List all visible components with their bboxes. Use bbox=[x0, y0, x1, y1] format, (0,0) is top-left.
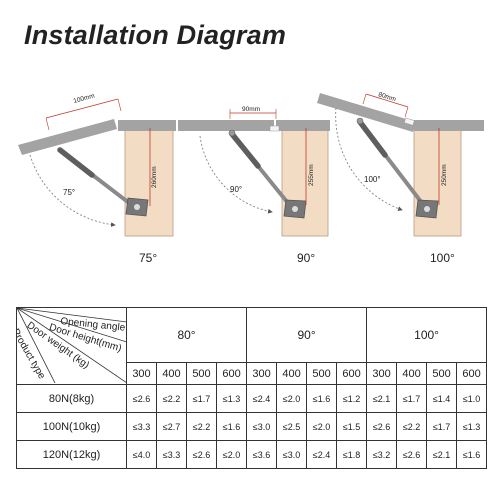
spec-table: Opening angle Door height(mm) Door weigh… bbox=[16, 307, 488, 469]
value-cell: ≤2.6 bbox=[366, 412, 398, 441]
diagram-90: 90mm 255mm 90° bbox=[178, 106, 330, 237]
cabinet-top bbox=[414, 120, 484, 131]
table-row: 120N(12kg) ≤4.0 ≤3.3 ≤2.6 ≤2.0 ≤3.6 ≤3.0… bbox=[16, 440, 488, 469]
table-row: 100N(10kg) ≤3.3 ≤2.7 ≤2.2 ≤1.6 ≤3.0 ≤2.5… bbox=[16, 412, 488, 441]
value-cell: ≤2.2 bbox=[186, 412, 217, 441]
diagonal-header-cell: Opening angle Door height(mm) Door weigh… bbox=[16, 307, 127, 385]
value-cell: ≤2.6 bbox=[126, 384, 157, 413]
page-title: Installation Diagram bbox=[24, 20, 287, 50]
value-cell: ≤3.2 bbox=[366, 440, 398, 469]
value-cell: ≤1.3 bbox=[215, 384, 248, 413]
cabinet-top bbox=[118, 120, 176, 131]
value-cell: ≤2.2 bbox=[396, 412, 428, 441]
arc-angle-label: 100° bbox=[364, 175, 381, 184]
value-cell: ≤1.7 bbox=[186, 384, 217, 413]
value-cell: ≤2.1 bbox=[426, 440, 458, 469]
opening-arc bbox=[199, 135, 273, 214]
value-cell: ≤1.6 bbox=[456, 440, 488, 469]
lift-door bbox=[317, 93, 416, 132]
arc-angle-label: 90° bbox=[230, 185, 242, 194]
value-cell: ≤4.0 bbox=[126, 440, 157, 469]
header-diagonals bbox=[17, 308, 127, 383]
opening-arc bbox=[335, 107, 403, 211]
value-cell: ≤2.7 bbox=[156, 412, 187, 441]
value-cell: ≤1.2 bbox=[336, 384, 368, 413]
height-cell: 400 bbox=[396, 362, 428, 385]
value-cell: ≤3.0 bbox=[276, 440, 308, 469]
dim-vertical-label: 255mm bbox=[308, 164, 315, 186]
table-row: 80N(8kg) ≤2.6 ≤2.2 ≤1.7 ≤1.3 ≤2.4 ≤2.0 ≤… bbox=[16, 384, 488, 413]
diagram-100: 80mm 250mm 100° bbox=[317, 91, 484, 237]
value-cell: ≤2.4 bbox=[306, 440, 338, 469]
installation-diagram: 100mm 260mm 75° 90mm 255mm 90° bbox=[18, 91, 484, 237]
cabinet-top bbox=[276, 120, 330, 131]
value-cell: ≤2.6 bbox=[186, 440, 217, 469]
dim-horizontal-label: 100mm bbox=[73, 93, 96, 105]
gas-strut-rod bbox=[357, 119, 388, 158]
height-cell: 600 bbox=[456, 362, 488, 385]
value-cell: ≤1.6 bbox=[306, 384, 338, 413]
height-cell: 500 bbox=[186, 362, 217, 385]
dim-vertical-label: 250mm bbox=[441, 164, 448, 186]
product-type-cell: 100N(10kg) bbox=[16, 412, 127, 441]
height-cell: 500 bbox=[306, 362, 338, 385]
value-cell: ≤1.0 bbox=[456, 384, 488, 413]
lift-door bbox=[18, 119, 117, 155]
table-header-row: Opening angle Door height(mm) Door weigh… bbox=[16, 307, 488, 385]
value-cell: ≤2.0 bbox=[215, 440, 248, 469]
value-cell: ≤1.7 bbox=[426, 412, 458, 441]
dim-vertical-label: 260mm bbox=[151, 166, 158, 188]
product-type-cell: 80N(8kg) bbox=[16, 384, 127, 413]
angle-caption-90: 90° bbox=[297, 251, 316, 265]
value-cell: ≤1.6 bbox=[215, 412, 248, 441]
value-cell: ≤3.3 bbox=[126, 412, 157, 441]
height-cell: 400 bbox=[276, 362, 308, 385]
value-cell: ≤2.4 bbox=[246, 384, 278, 413]
value-cell: ≤2.6 bbox=[396, 440, 428, 469]
lift-door bbox=[178, 120, 274, 131]
height-cell: 500 bbox=[426, 362, 458, 385]
height-cell: 300 bbox=[366, 362, 398, 385]
value-cell: ≤3.6 bbox=[246, 440, 278, 469]
value-cell: ≤2.0 bbox=[306, 412, 338, 441]
height-cell: 600 bbox=[336, 362, 368, 385]
gas-strut-rod bbox=[57, 147, 95, 178]
diagram-75: 100mm 260mm 75° bbox=[18, 93, 176, 237]
opening-arc bbox=[29, 154, 116, 227]
value-cell: ≤1.3 bbox=[456, 412, 488, 441]
angle-caption-100: 100° bbox=[430, 251, 455, 265]
dim-horizontal-label: 80mm bbox=[377, 91, 396, 103]
value-cell: ≤2.2 bbox=[156, 384, 187, 413]
dim-horizontal-label: 90mm bbox=[242, 106, 260, 113]
height-cell: 300 bbox=[126, 362, 157, 385]
value-cell: ≤1.7 bbox=[396, 384, 428, 413]
cabinet-side-panel bbox=[124, 127, 174, 237]
height-cell: 400 bbox=[156, 362, 187, 385]
value-cell: ≤2.1 bbox=[366, 384, 398, 413]
height-cell: 600 bbox=[215, 362, 248, 385]
value-cell: ≤1.5 bbox=[336, 412, 368, 441]
value-cell: ≤2.5 bbox=[276, 412, 308, 441]
gas-strut-rod bbox=[229, 131, 261, 169]
cabinet-side-panel bbox=[413, 127, 462, 237]
value-cell: ≤1.8 bbox=[336, 440, 368, 469]
value-cell: ≤3.0 bbox=[246, 412, 278, 441]
value-cell: ≤2.0 bbox=[276, 384, 308, 413]
value-cell: ≤1.4 bbox=[426, 384, 458, 413]
cabinet-side-panel bbox=[281, 127, 329, 237]
angle-header-80: 80° bbox=[125, 307, 248, 363]
arc-angle-label: 75° bbox=[63, 188, 75, 197]
angle-header-90: 90° bbox=[246, 307, 368, 363]
product-type-cell: 120N(12kg) bbox=[16, 440, 127, 469]
height-cell: 300 bbox=[246, 362, 278, 385]
height-header-row: 300 400 500 600 300 400 500 600 300 400 … bbox=[17, 362, 488, 385]
angle-header-100: 100° bbox=[366, 307, 488, 363]
angle-caption-75: 75° bbox=[139, 251, 158, 265]
value-cell: ≤3.3 bbox=[156, 440, 187, 469]
